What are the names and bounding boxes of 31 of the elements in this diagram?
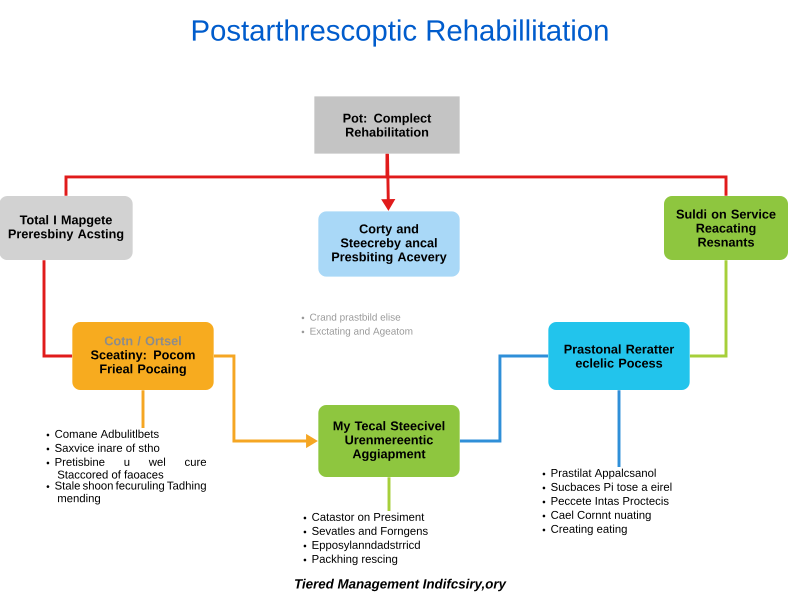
title: Postarthrescoptic Rehabillitation: [192, 19, 608, 47]
process-box: Corty and Steecreby ancal Presbiting Acevery: [318, 211, 460, 277]
connector: [618, 390, 620, 467]
list-item: Creating eating: [542, 524, 627, 536]
connector: [388, 477, 390, 511]
list-item: Saxvice inare of stho: [46, 444, 160, 452]
process-box: Cotn / Ortsel Sceatiny: Pocom Frieal Pocaing: [72, 322, 214, 390]
connector: [142, 390, 144, 428]
list-item: Catastor on Presiment: [304, 512, 424, 521]
process-box: Total I Mapgete Preresbiny Acsting: [0, 196, 133, 260]
process-box: Prastonal Reratter eclelic Pocess: [548, 322, 690, 390]
list-item: Cael Cornnt nuating: [542, 510, 651, 522]
connector: [690, 260, 728, 358]
connector: [42, 260, 72, 358]
process-box: My Tecal Steecivel Urenmereentic Aggiapment: [318, 405, 460, 477]
connector: [460, 354, 548, 442]
list-item: Peccete Intas Proctecis: [542, 496, 669, 505]
list-item: Epposylanndadstrricd: [304, 540, 420, 552]
list-item: Comane Adbulitlbets: [46, 430, 159, 438]
bullet-text: Crand prastbild elise: [302, 313, 400, 323]
process-box: Suldi on Service Reacating Resnants: [664, 196, 788, 260]
connector: [386, 154, 728, 196]
caption: Tiered Management Indifcsiry,ory: [294, 578, 507, 592]
list-item: Prastilat Appalcsanol: [542, 468, 656, 480]
list-item: Pretisbine u wel cure Staccored of faoaces: [46, 458, 206, 479]
list-item: Sucbaces Pi tose a eirel: [542, 482, 672, 491]
process-box: Pot: Complect Rehabilitation: [314, 96, 460, 154]
list-item: Packhing rescing: [304, 554, 398, 566]
bullet-text: Exctating and Ageatom: [302, 327, 412, 337]
list-item: Stale shoon fecuruling Tadhing mending: [46, 481, 206, 504]
list-item: Sevatles and Forngens: [304, 526, 428, 538]
